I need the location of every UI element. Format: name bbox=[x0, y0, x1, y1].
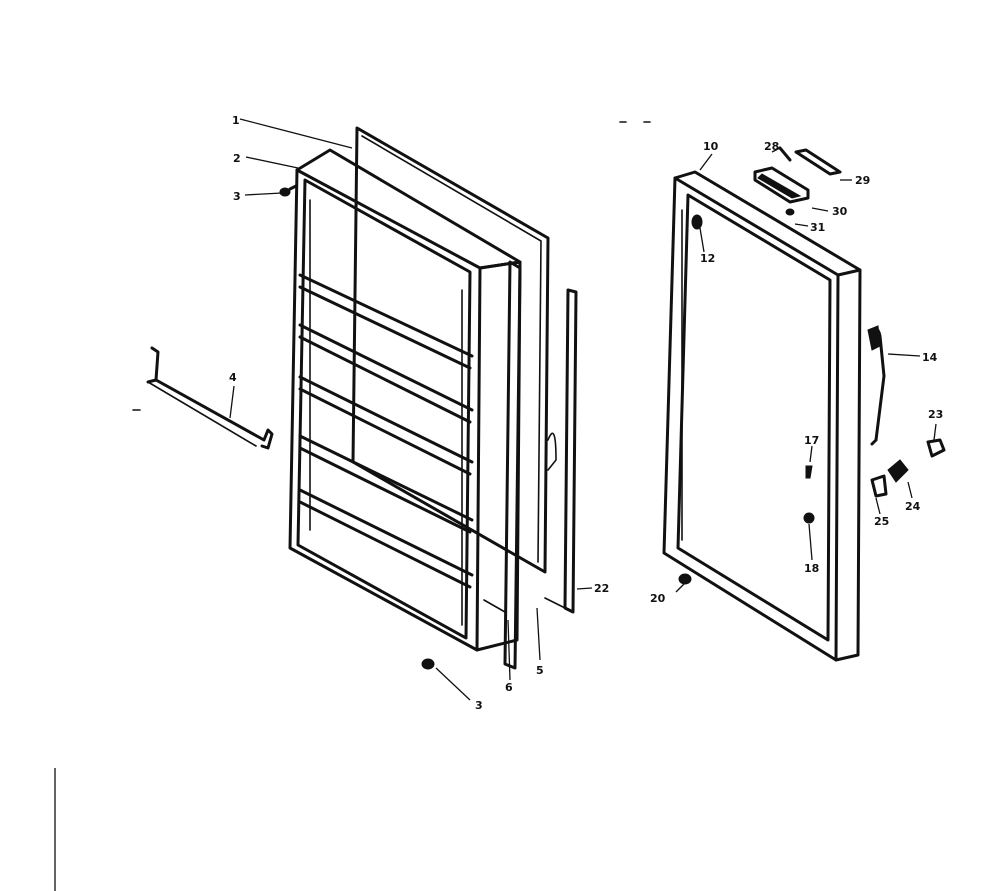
callout-4: 4 bbox=[229, 371, 237, 384]
callout-28: 28 bbox=[764, 140, 779, 153]
callout-3-top: 3 bbox=[233, 190, 241, 203]
part-22-breaker-strip bbox=[544, 288, 578, 614]
part-25-hinge-washer bbox=[870, 474, 888, 498]
callout-29: 29 bbox=[855, 174, 870, 187]
part-29-trim-strip bbox=[794, 148, 842, 176]
callout-5: 5 bbox=[536, 664, 544, 677]
part-14-door-handle bbox=[867, 325, 886, 446]
callout-20: 20 bbox=[650, 592, 666, 605]
part-17-screw bbox=[805, 465, 813, 479]
part-30-handle-mount bbox=[753, 166, 810, 204]
callout-1: 1 bbox=[232, 114, 240, 127]
leader-lines bbox=[229, 118, 937, 701]
callout-labels: 1 2 3 4 3 6 5 22 10 12 28 29 30 31 14 23… bbox=[229, 114, 943, 712]
callout-22: 22 bbox=[594, 582, 609, 595]
callout-17: 17 bbox=[804, 434, 819, 447]
part-24-hinge-bracket bbox=[887, 459, 909, 483]
part-18-stop-pin bbox=[803, 512, 815, 524]
callout-25: 25 bbox=[874, 515, 889, 528]
callout-2: 2 bbox=[233, 152, 241, 165]
part-20-lower-bumper bbox=[678, 573, 692, 585]
callout-24: 24 bbox=[905, 500, 921, 513]
callout-10: 10 bbox=[703, 140, 719, 153]
part-12-bumper bbox=[691, 214, 703, 230]
callout-6: 6 bbox=[505, 681, 513, 694]
part-23-hinge-pin bbox=[926, 438, 946, 458]
callout-23: 23 bbox=[928, 408, 943, 421]
part-6-door-gasket bbox=[483, 260, 522, 670]
callout-30: 30 bbox=[832, 205, 848, 218]
callout-18: 18 bbox=[804, 562, 819, 575]
callout-3-bottom: 3 bbox=[475, 699, 483, 712]
part-2-inner-door-shelf-frame bbox=[288, 148, 522, 652]
scan-artifacts bbox=[54, 121, 651, 891]
callout-31: 31 bbox=[810, 221, 825, 234]
callout-12: 12 bbox=[700, 252, 715, 265]
part-28-handle-bracket bbox=[778, 146, 792, 162]
part-31-screw bbox=[785, 208, 795, 216]
part-4-shelf-retainer-bar bbox=[146, 346, 274, 450]
part-3-screw-top bbox=[279, 184, 298, 197]
part-3-screw-bottom bbox=[421, 658, 435, 670]
part-10-outer-door-panel bbox=[662, 170, 862, 662]
callout-14: 14 bbox=[922, 351, 938, 364]
